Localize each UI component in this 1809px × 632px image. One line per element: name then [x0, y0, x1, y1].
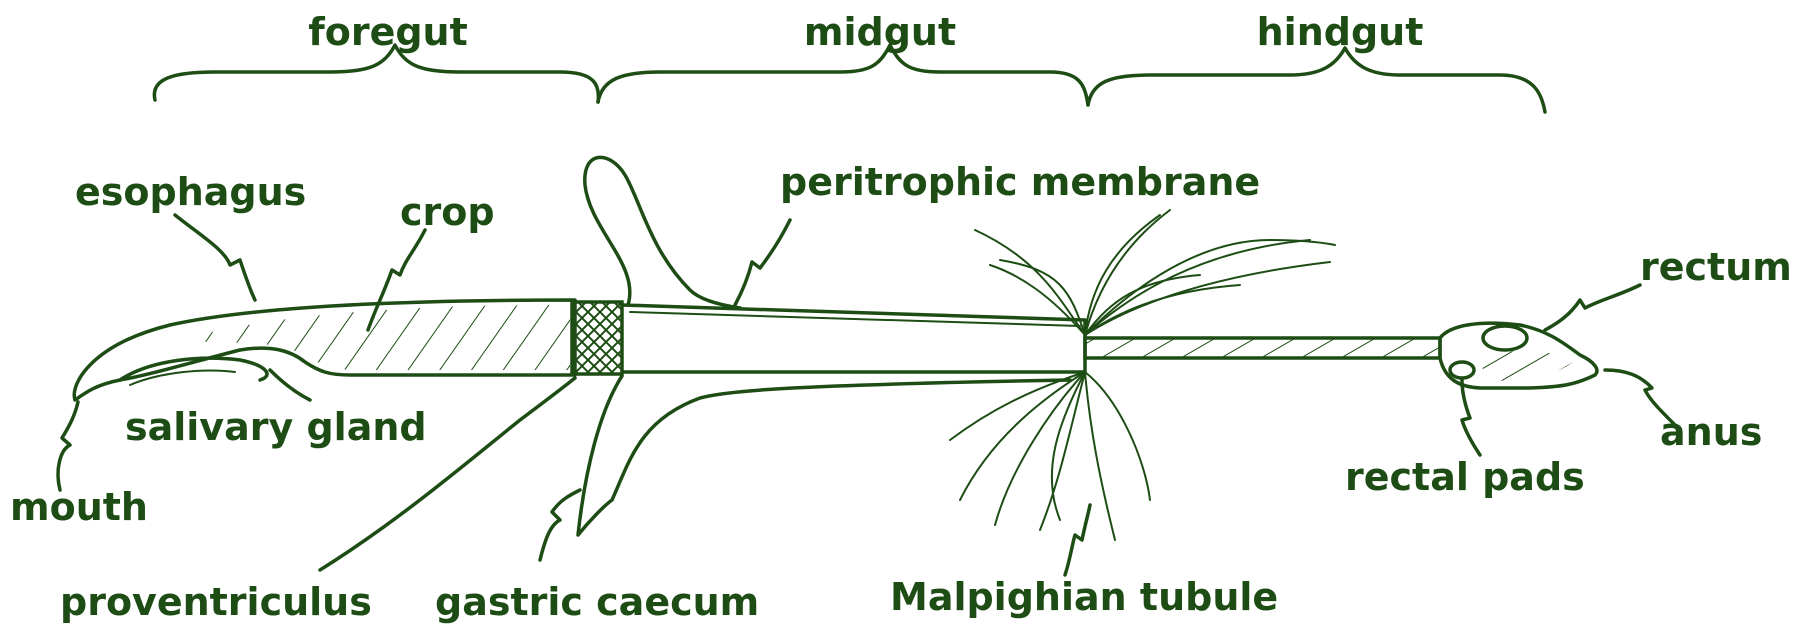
rectal-pad-lower: [1450, 362, 1474, 378]
malpighian-tubules: [950, 210, 1335, 540]
gastric-caecum-upper: [585, 157, 740, 308]
rectal-pads-pointer: [1462, 380, 1480, 455]
foregut-label: foregut: [308, 10, 468, 54]
peritrophic-pointer: [735, 220, 790, 305]
midgut-label: midgut: [804, 10, 956, 54]
proventriculus-label: proventriculus: [60, 580, 372, 624]
mouth-label: mouth: [10, 485, 148, 529]
malpighian-pointer: [1065, 505, 1090, 575]
mouth-pointer: [58, 402, 78, 490]
malpighian-tubule-label: Malpighian tubule: [890, 575, 1278, 619]
esophagus-label: esophagus: [75, 170, 306, 214]
salivary-gland-label: salivary gland: [125, 405, 427, 449]
gastric-caecum-lower: [578, 376, 1070, 535]
anus-label: anus: [1660, 410, 1762, 454]
rectum-pointer: [1545, 285, 1640, 330]
rectal-pad-upper: [1483, 326, 1527, 350]
esophagus-pointer: [175, 215, 255, 300]
crop-label: crop: [400, 190, 495, 234]
rectal-pads-label: rectal pads: [1345, 455, 1585, 499]
proventriculus: [572, 302, 622, 374]
gastric-caecum-pointer: [540, 490, 580, 560]
rectum-label: rectum: [1640, 245, 1792, 289]
hindgut-label: hindgut: [1257, 10, 1424, 54]
hindgut-brace: [1088, 48, 1545, 112]
peritrophic-membrane-label: peritrophic membrane: [780, 160, 1260, 204]
hindgut-tube: [1085, 338, 1440, 358]
salivary-gland-inner: [130, 371, 235, 385]
salivary-pointer: [270, 370, 310, 400]
rectum-hatching: [1480, 351, 1575, 381]
midgut-brace: [598, 45, 1088, 105]
gastric-caecum-label: gastric caecum: [435, 580, 759, 624]
midgut-tube: [622, 305, 1085, 372]
